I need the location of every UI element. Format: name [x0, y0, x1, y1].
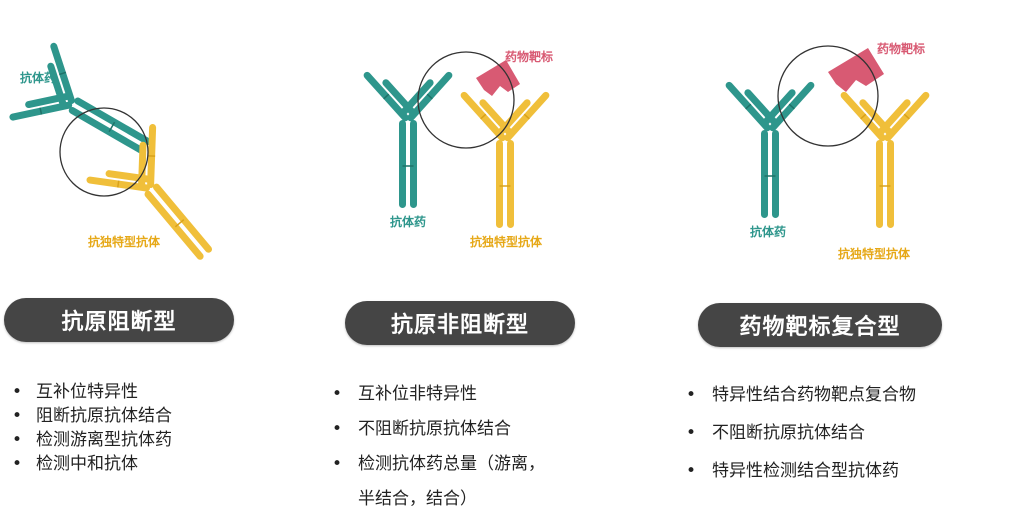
- panel-2-title: 抗原非阻断型: [345, 301, 575, 345]
- list-item: 检测游离型抗体药: [4, 428, 172, 452]
- panel-3-title: 药物靶标复合型: [698, 303, 942, 347]
- binding-site-magnifier-icon: [777, 45, 879, 147]
- anti-idiotype-antibody-icon: [78, 115, 243, 286]
- list-item: 检测中和抗体: [4, 452, 172, 476]
- drug-label: 抗体药: [750, 224, 786, 239]
- drug-target-icon: [476, 60, 520, 96]
- target-label: 药物靶标: [877, 41, 925, 56]
- list-item: 互补位特异性: [4, 380, 172, 404]
- list-item: 特异性检测结合型抗体药: [678, 452, 916, 490]
- panel-3-bullets: 特异性结合药物靶点复合物 不阻断抗原抗体结合 特异性检测结合型抗体药: [678, 376, 916, 490]
- list-item: 特异性结合药物靶点复合物: [678, 376, 916, 414]
- drug-antibody-icon: [723, 73, 817, 219]
- panel-2-bullets: 互补位非特异性 不阻断抗原抗体结合 检测抗体药总量（游离， 半结合，结合）: [324, 377, 545, 517]
- list-item: 阻断抗原抗体结合: [4, 404, 172, 428]
- list-item: 不阻断抗原抗体结合: [678, 414, 916, 452]
- list-item: 互补位非特异性: [324, 377, 545, 412]
- drug-label: 抗体药: [390, 214, 426, 229]
- list-item: 不阻断抗原抗体结合: [324, 412, 545, 447]
- anti-idiotype-antibody-icon: [458, 83, 552, 229]
- anti-idiotype-label: 抗独特型抗体: [88, 234, 161, 249]
- list-item: 半结合，结合）: [358, 489, 477, 509]
- binding-site-magnifier-icon: [59, 107, 149, 197]
- drug-antibody-icon: [361, 63, 455, 209]
- drug-target-icon: [828, 48, 884, 92]
- list-item: 检测抗体药总量（游离，: [324, 447, 545, 482]
- panel-3-diagram: 药物靶标 抗体药 抗独特型抗体: [723, 41, 932, 261]
- anti-idiotype-label: 抗独特型抗体: [838, 246, 911, 261]
- anti-idiotype-antibody-icon: [838, 83, 932, 229]
- target-label: 药物靶标: [505, 49, 553, 64]
- anti-idiotype-label: 抗独特型抗体: [470, 234, 543, 249]
- panel-1-bullets: 互补位特异性 阻断抗原抗体结合 检测游离型抗体药 检测中和抗体: [4, 380, 172, 476]
- drug-label: 抗体药: [20, 70, 56, 85]
- binding-site-magnifier-icon: [417, 51, 515, 149]
- panel-1-title: 抗原阻断型: [4, 298, 234, 342]
- panel-1-diagram: 抗体药 抗独特型抗体: [0, 35, 243, 286]
- panel-2-diagram: 药物靶标 抗体药 抗独特型抗体: [361, 49, 553, 249]
